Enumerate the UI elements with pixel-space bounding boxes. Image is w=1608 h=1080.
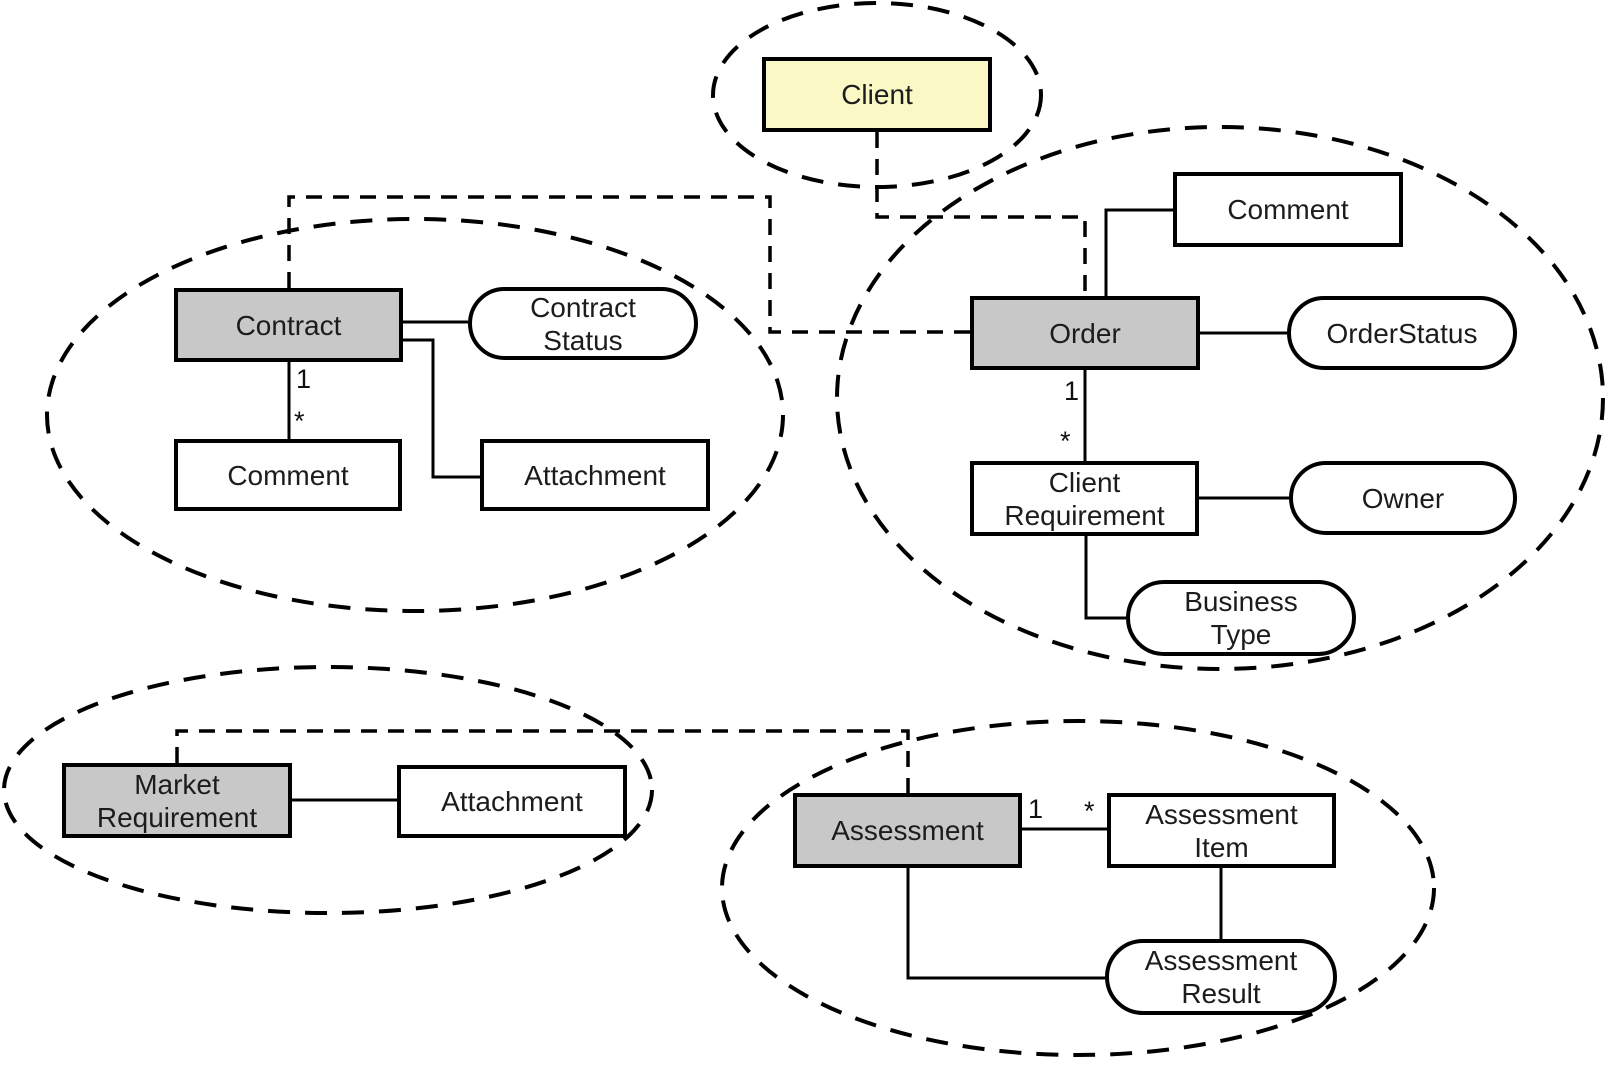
cluster-ellipse-contract: [45, 217, 785, 613]
multiplicity-order-client-requirement-target: *: [1060, 426, 1071, 456]
connector-contract-attachment: [403, 338, 480, 479]
entity-client: Client: [762, 57, 992, 132]
entity-client-requirement: Client Requirement: [970, 461, 1199, 536]
multiplicity-contract-comment-source: 1: [296, 364, 312, 394]
multiplicity-order-client-requirement-source: 1: [1064, 376, 1080, 406]
cluster-ellipse-assessment: [720, 719, 1436, 1057]
connector-client-requirement-business-type: [1084, 536, 1126, 620]
entity-business-type: Business Type: [1126, 580, 1356, 656]
entity-market-attachment: Attachment: [397, 765, 627, 838]
entity-order: Order: [970, 296, 1200, 370]
dependency-client-to-order: [875, 132, 1087, 296]
entity-order-status: OrderStatus: [1287, 296, 1517, 370]
connector-assessment-result: [906, 868, 1105, 980]
entity-order-comment: Comment: [1173, 172, 1403, 247]
entity-assessment-item: Assessment Item: [1107, 793, 1336, 868]
dependency-contract-to-order: [287, 195, 970, 334]
multiplicity-assessment-item-target: *: [1084, 796, 1095, 826]
entity-market-requirement: Market Requirement: [62, 763, 292, 838]
entity-contract-attachment: Attachment: [480, 439, 710, 511]
entity-contract-status: Contract Status: [468, 287, 698, 360]
entity-contract-comment: Comment: [174, 439, 402, 511]
connector-order-comment: [1104, 208, 1173, 296]
entity-assessment-result: Assessment Result: [1105, 939, 1337, 1015]
entity-assessment: Assessment: [793, 793, 1022, 868]
multiplicity-assessment-item-source: 1: [1028, 794, 1044, 824]
multiplicity-contract-comment-target: *: [294, 406, 305, 436]
cluster-ellipse-order: [835, 125, 1605, 671]
cluster-ellipse-market-requirement: [2, 665, 654, 915]
dependency-market-requirement-to-assessment: [175, 729, 910, 793]
entity-contract: Contract: [174, 288, 403, 362]
entity-owner: Owner: [1289, 461, 1517, 535]
